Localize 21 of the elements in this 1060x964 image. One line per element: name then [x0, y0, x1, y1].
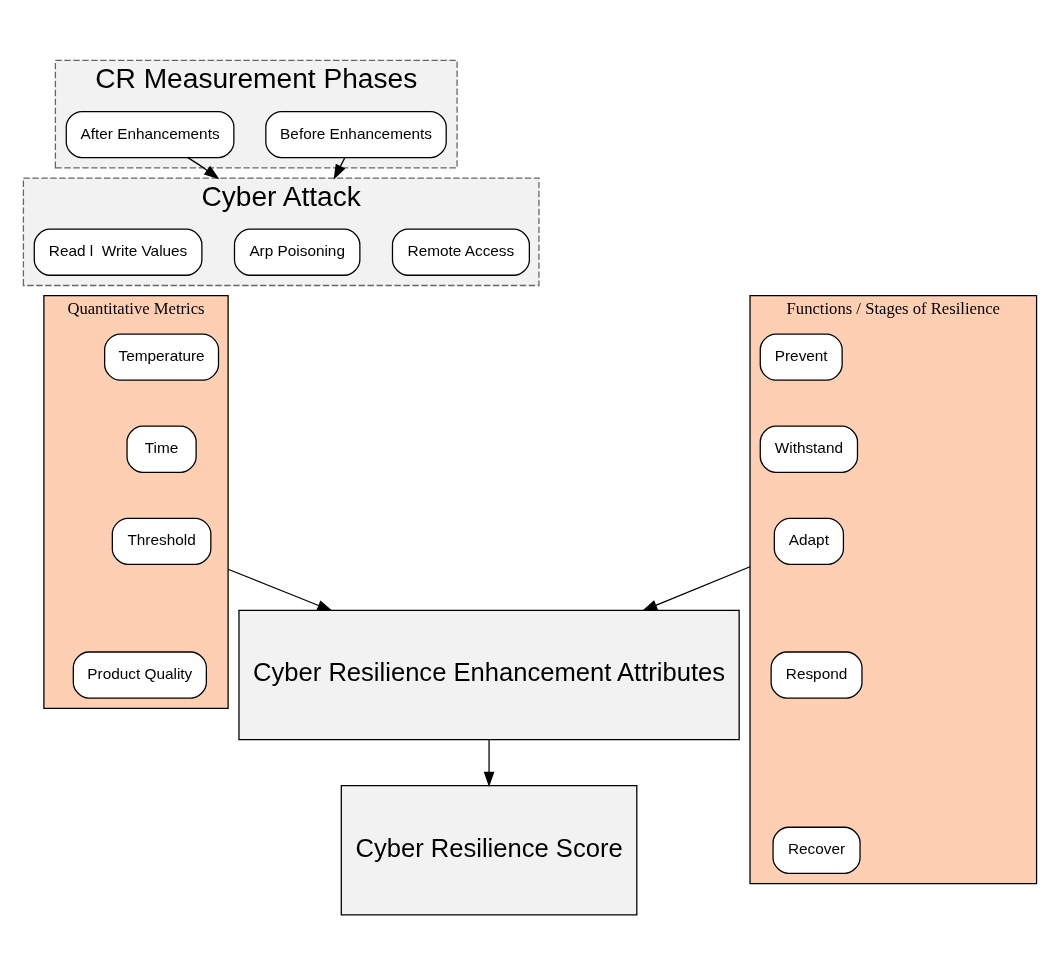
node-box: Before Enhancements [265, 110, 447, 158]
node-box: Cyber Resilience Score [340, 784, 638, 915]
node-box: Remote Access [391, 228, 530, 276]
node-box: Respond [770, 650, 863, 699]
arrow [641, 565, 751, 611]
node-box: Arp Poisoning [233, 228, 361, 276]
node-box: Time [126, 425, 197, 473]
node-box: After Enhancements [65, 110, 235, 158]
node-box: Temperature [104, 332, 220, 381]
arrow [483, 738, 495, 787]
arrow [333, 156, 346, 180]
arrow [227, 568, 333, 611]
node-box: Adapt [773, 517, 845, 565]
node-box: Read l Write Values [33, 228, 203, 276]
node-box: Threshold [111, 517, 212, 565]
node-box: Prevent [759, 332, 843, 381]
node-box: Cyber Resilience Enhancement Attributes [238, 609, 740, 740]
arrow [187, 156, 220, 179]
node-box: Withstand [759, 425, 859, 473]
node-box: Product Quality [72, 650, 207, 699]
node-box: Recover [772, 826, 861, 874]
